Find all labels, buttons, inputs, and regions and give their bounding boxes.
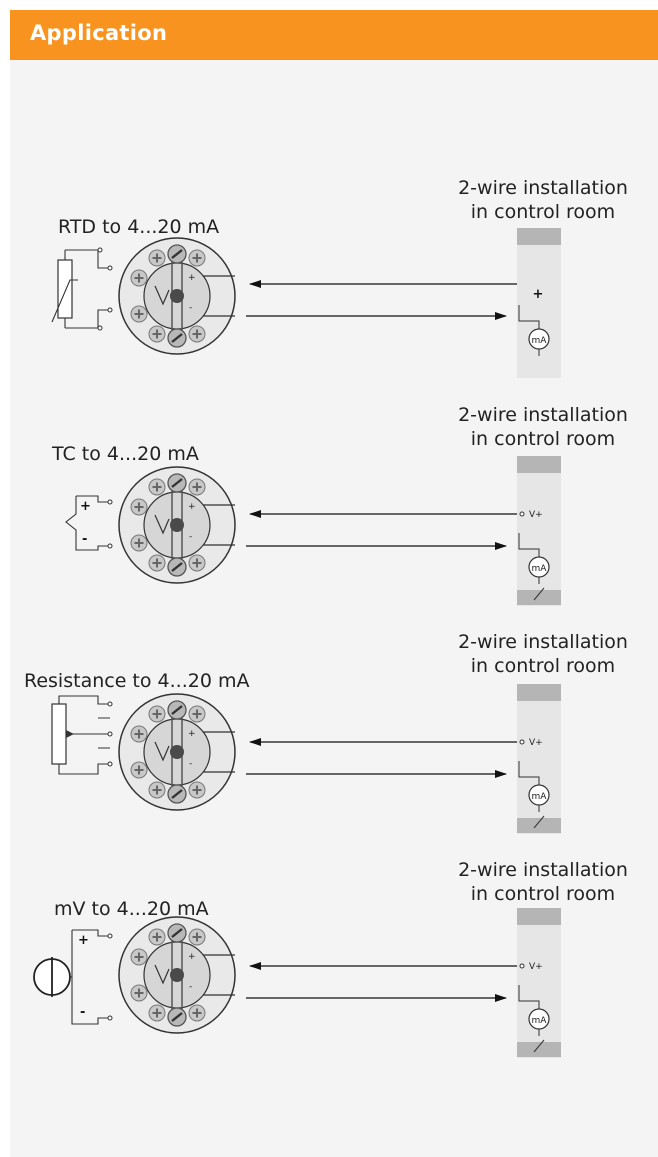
sensor-minus-label: -	[82, 532, 87, 547]
transmitter-head-icon	[119, 467, 235, 583]
control-room-unit: V+ mA	[516, 455, 562, 607]
wiring-diagram: + -	[24, 177, 628, 1059]
transmitter-head-icon	[119, 917, 235, 1033]
rtd-sensor-icon	[51, 247, 113, 331]
section-tc: TC to 4...20 mA 2-wire installation in c…	[51, 404, 628, 607]
header-bar: Application	[10, 10, 658, 60]
section-title: Resistance to 4...20 mA	[24, 670, 249, 692]
section-title: RTD to 4...20 mA	[58, 216, 219, 238]
room-label-line2: in control room	[471, 883, 615, 905]
application-panel: Application + -	[10, 10, 658, 1157]
room-label-line2: in control room	[471, 201, 615, 223]
sensor-plus-label: +	[78, 933, 89, 948]
section-rtd: RTD to 4...20 mA 2-wire installation in …	[51, 177, 628, 379]
milliammeter-icon: mA	[532, 792, 548, 802]
sensor-minus-label: -	[80, 1005, 85, 1020]
milliammeter-icon: mA	[532, 336, 548, 346]
section-mv: mV to 4...20 mA 2-wire installation in c…	[33, 859, 628, 1059]
room-label-line1: 2-wire installation	[458, 404, 628, 426]
terminal-plus-label: +	[533, 287, 544, 302]
header-title: Application	[30, 21, 168, 45]
milliammeter-icon: mA	[532, 1016, 548, 1026]
sensor-plus-label: +	[80, 499, 91, 514]
transmitter-head-icon	[119, 238, 235, 354]
control-room-unit: V+ mA	[516, 683, 562, 835]
section-title: TC to 4...20 mA	[51, 443, 199, 465]
control-room-unit: V+ mA	[516, 907, 562, 1059]
voltage-source-icon: + -	[33, 929, 113, 1025]
room-label-line1: 2-wire installation	[458, 859, 628, 881]
potentiometer-sensor-icon	[51, 695, 113, 775]
room-label-line2: in control room	[471, 655, 615, 677]
room-label-line1: 2-wire installation	[458, 177, 628, 199]
terminal-vplus-label: V+	[529, 738, 543, 748]
section-resistance: Resistance to 4...20 mA 2-wire installat…	[24, 631, 628, 835]
milliammeter-icon: mA	[532, 564, 548, 574]
transmitter-head-icon	[119, 694, 235, 810]
room-label-line2: in control room	[471, 428, 615, 450]
thermocouple-sensor-icon: + -	[65, 495, 113, 551]
room-label-line1: 2-wire installation	[458, 631, 628, 653]
terminal-vplus-label: V+	[529, 962, 543, 972]
section-title: mV to 4...20 mA	[54, 898, 209, 920]
control-room-unit: + mA	[516, 227, 562, 379]
terminal-vplus-label: V+	[529, 510, 543, 520]
